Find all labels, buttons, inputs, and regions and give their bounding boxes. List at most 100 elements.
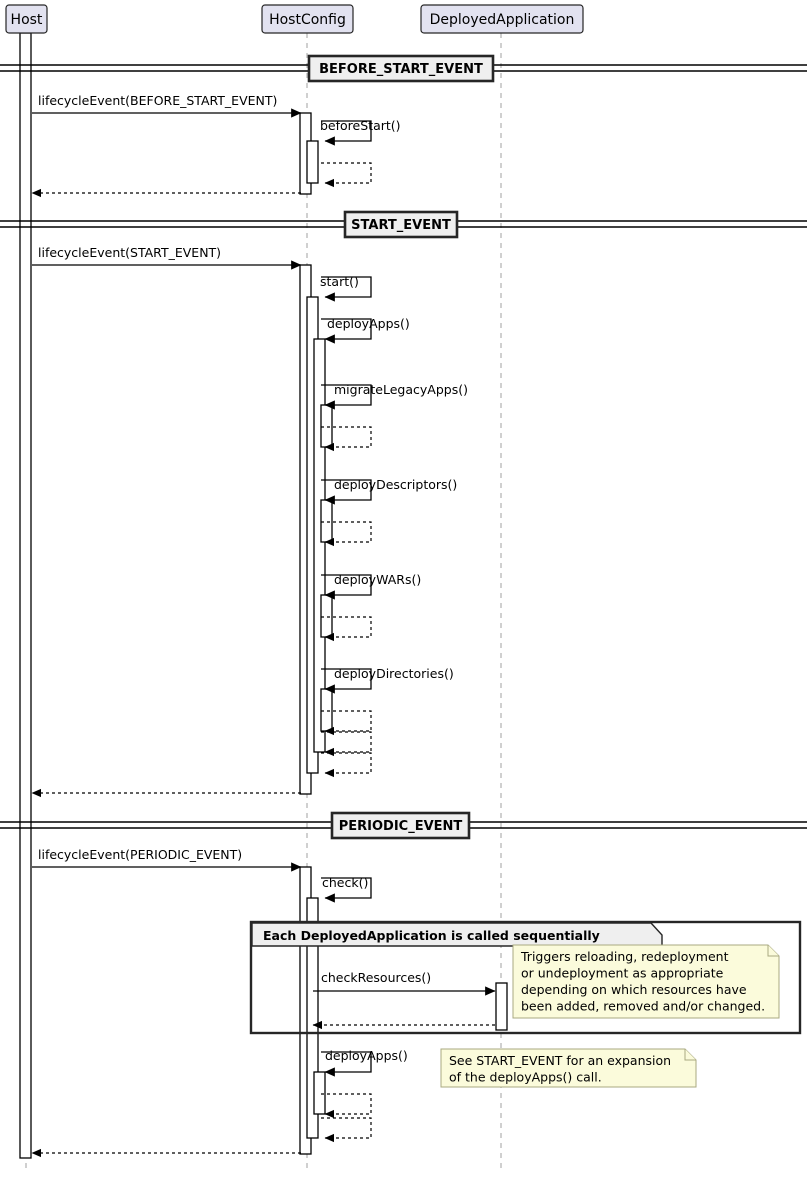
- self-message-path: [321, 710, 372, 736]
- message-label: deployWARs(): [334, 572, 421, 587]
- activation-bar: [313, 1071, 326, 1115]
- message-m10: deployDescriptors(): [321, 477, 457, 505]
- message-m6: start(): [320, 274, 372, 302]
- message-m9: [321, 426, 372, 452]
- message-label: start(): [320, 274, 359, 289]
- activations-layer: [19, 32, 508, 1159]
- self-message-path: [321, 1117, 372, 1143]
- participant-label: HostConfig: [269, 12, 346, 28]
- message-m15: [321, 710, 372, 736]
- message-m20: check(): [321, 875, 372, 903]
- note-fold-corner: [767, 945, 779, 957]
- self-message-path: [321, 521, 372, 547]
- message-label: deployDirectories(): [334, 666, 454, 681]
- participant-box[interactable]: [420, 4, 584, 34]
- activation-bar: [495, 982, 508, 1031]
- self-message-path: [321, 731, 372, 757]
- message-m25: [321, 1117, 372, 1143]
- group-frame-0: Each DeployedApplication is called seque…: [249, 920, 802, 1035]
- message-label: check(): [322, 875, 368, 890]
- self-message-path: [321, 120, 372, 146]
- self-message-path: [321, 276, 372, 302]
- message-m19: lifecycleEvent(PERIODIC_EVENT): [32, 847, 302, 872]
- divider-2: PERIODIC_EVENT: [0, 811, 807, 840]
- message-m17: [321, 752, 372, 778]
- self-message-path: [321, 384, 372, 410]
- message-m14: deployDirectories(): [321, 666, 454, 694]
- groups-layer: Each DeployedApplication is called seque…: [249, 920, 802, 1035]
- participant-label: Host: [11, 12, 43, 28]
- activation-bar: [19, 32, 32, 1159]
- divider-label-box: [330, 811, 471, 840]
- participant-box[interactable]: [261, 4, 354, 34]
- self-message-path: [321, 426, 372, 452]
- self-message-path: [321, 574, 372, 600]
- dividers-layer: BEFORE_START_EVENT START_EVENT PERIODIC_EV…: [0, 54, 807, 840]
- message-label: deployApps(): [327, 316, 410, 331]
- self-message-path: [321, 1093, 372, 1119]
- message-m3: [321, 162, 372, 188]
- message-m21: checkResources(): [313, 970, 496, 996]
- activation-bar: [320, 594, 333, 638]
- message-m8: migrateLegacyApps(): [321, 382, 468, 410]
- message-m7: deployApps(): [321, 316, 410, 344]
- note-line: or undeployment as appropriate: [521, 966, 724, 981]
- self-message-path: [321, 616, 372, 642]
- note-line: See START_EVENT for an expansion: [449, 1053, 671, 1068]
- participant-label: DeployedApplication: [430, 12, 575, 28]
- message-label: migrateLegacyApps(): [334, 382, 468, 397]
- divider-label: START_EVENT: [351, 218, 451, 233]
- lifelines-layer: [25, 33, 502, 1169]
- activation-bar: [320, 404, 333, 448]
- note-fold-corner: [684, 1049, 696, 1061]
- message-m24: [321, 1093, 372, 1119]
- note-line: of the deployApps() call.: [449, 1070, 602, 1085]
- participant-host[interactable]: Host: [5, 4, 48, 34]
- divider-label-box: [307, 54, 495, 83]
- divider-label: BEFORE_START_EVENT: [319, 62, 483, 77]
- message-m5: lifecycleEvent(START_EVENT): [32, 245, 302, 270]
- message-label: deployApps(): [325, 1048, 408, 1063]
- self-message-path: [321, 479, 372, 505]
- group-label: Each DeployedApplication is called seque…: [263, 928, 600, 943]
- self-message-path: [321, 668, 372, 694]
- participant-deplapp[interactable]: DeployedApplication: [420, 4, 584, 34]
- note-body: [512, 944, 780, 1019]
- activation-bar: [320, 688, 333, 732]
- message-m2: beforeStart(): [320, 118, 401, 146]
- message-m12: deployWARs(): [321, 572, 421, 600]
- message-label: lifecycleEvent(PERIODIC_EVENT): [38, 847, 242, 862]
- self-message-path: [321, 1051, 372, 1077]
- messages-layer: lifecycleEvent(BEFORE_START_EVENT)before…: [31, 93, 496, 1158]
- activation-bar: [320, 499, 333, 543]
- note-line: been added, removed and/or changed.: [521, 999, 765, 1014]
- note-line: Triggers reloading, redeployment: [520, 949, 729, 964]
- note-body: [440, 1048, 697, 1088]
- message-label: lifecycleEvent(BEFORE_START_EVENT): [38, 93, 277, 108]
- divider-label-box: [343, 210, 459, 239]
- self-message-path: [321, 318, 372, 344]
- self-message-path: [321, 877, 372, 903]
- message-m16: [321, 731, 372, 757]
- self-message-path: [321, 162, 372, 188]
- participant-config[interactable]: HostConfig: [261, 4, 354, 34]
- message-label: lifecycleEvent(START_EVENT): [38, 245, 221, 260]
- message-label: beforeStart(): [320, 118, 401, 133]
- message-m13: [321, 616, 372, 642]
- message-m1: lifecycleEvent(BEFORE_START_EVENT): [32, 93, 302, 118]
- group-header-tab: [251, 922, 663, 947]
- participant-box[interactable]: [5, 4, 48, 34]
- self-message-path: [321, 752, 372, 778]
- activation-bar: [306, 140, 319, 184]
- divider-1: START_EVENT: [0, 210, 807, 239]
- message-m23: deployApps(): [321, 1048, 408, 1077]
- participants-layer: Host HostConfig DeployedApplication: [5, 4, 584, 34]
- divider-label: PERIODIC_EVENT: [339, 819, 463, 834]
- note-line: depending on which resources have: [521, 982, 747, 997]
- message-label: checkResources(): [321, 970, 431, 985]
- note-deployapps: See START_EVENT for an expansion of the d…: [440, 1048, 697, 1088]
- message-m11: [321, 521, 372, 547]
- divider-0: BEFORE_START_EVENT: [0, 54, 807, 83]
